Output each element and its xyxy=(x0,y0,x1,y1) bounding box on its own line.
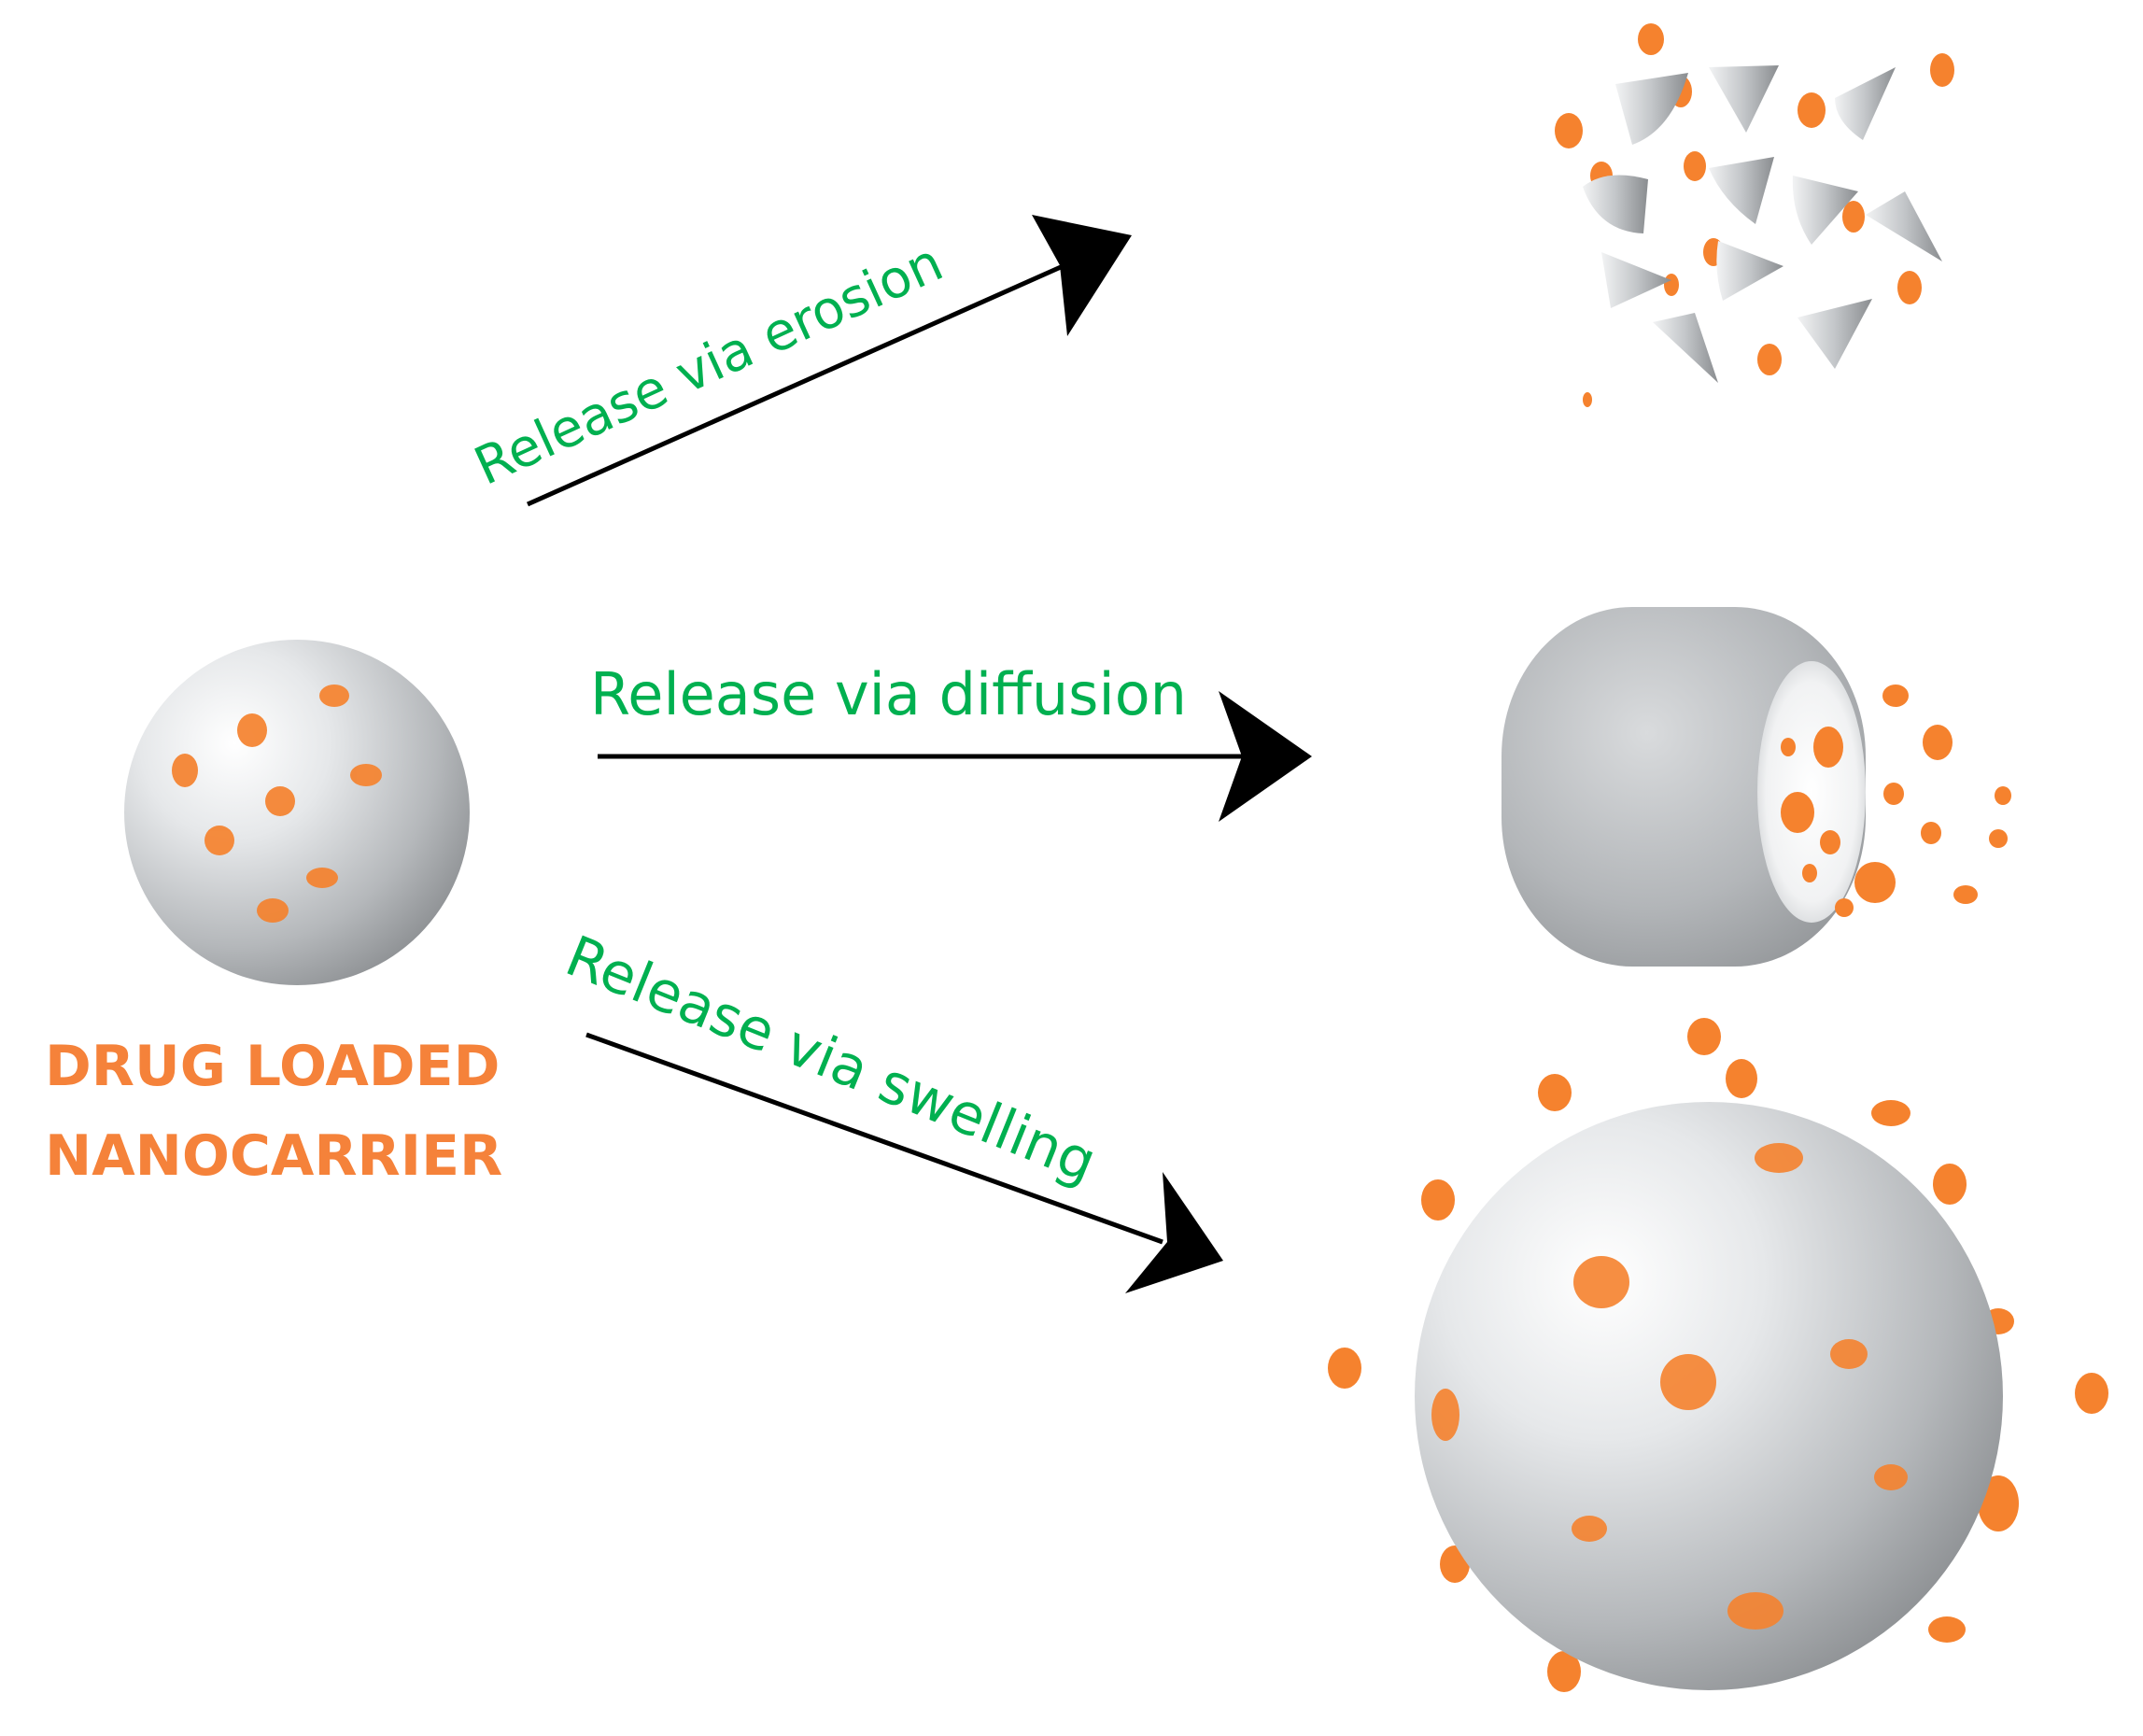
swelling-inner-drug-dots xyxy=(1431,1143,1908,1630)
drug-dot xyxy=(1798,92,1826,128)
cone-fragment xyxy=(1615,73,1688,145)
cone-fragment xyxy=(1835,67,1896,140)
diffusion-arrow-head xyxy=(1219,691,1312,822)
erosion-arrow: Release via erosion xyxy=(466,215,1132,507)
diffusion-arrow: Release via diffusion xyxy=(590,660,1312,822)
nanocarrier-drug-dots xyxy=(172,685,382,923)
drug-dot xyxy=(1757,344,1782,375)
drug-dot xyxy=(1854,862,1896,903)
drug-dot xyxy=(1923,725,1953,760)
drug-dot xyxy=(1726,1059,1757,1098)
swelling-arrow-shaft xyxy=(585,1032,1163,1245)
fragment-cones xyxy=(1583,65,1942,383)
drug-dot xyxy=(1830,1339,1868,1369)
drug-dot xyxy=(1802,864,1817,882)
drug-dot xyxy=(1897,271,1922,304)
drug-dot xyxy=(2075,1373,2108,1414)
drug-dot xyxy=(1835,898,1854,917)
cone-fragment xyxy=(1716,241,1783,301)
drug-dot xyxy=(257,898,289,923)
drug-dot xyxy=(1660,1354,1716,1410)
drug-dot xyxy=(1874,1464,1908,1490)
diffusion-label: Release via diffusion xyxy=(590,660,1187,728)
drug-dot xyxy=(1883,783,1904,805)
cone-fragment xyxy=(1709,157,1774,224)
drug-dot xyxy=(1871,1100,1910,1126)
drug-dot xyxy=(350,764,382,786)
drug-dot xyxy=(1538,1074,1572,1111)
drug-dot xyxy=(1781,738,1796,756)
drug-dot xyxy=(1842,201,1865,233)
drug-dot xyxy=(1547,1651,1581,1692)
drug-dot xyxy=(1921,822,1941,844)
drug-dot xyxy=(1328,1348,1361,1389)
swelling-arrow-head xyxy=(1125,1172,1223,1293)
drug-dot xyxy=(204,826,234,855)
drug-dot xyxy=(1431,1389,1459,1441)
erosion-arrow-head xyxy=(1032,215,1132,336)
drug-dot xyxy=(1421,1179,1455,1221)
eroded-fragments xyxy=(1555,23,1954,407)
erosion-arrow-shaft xyxy=(526,261,1071,507)
swollen-carrier xyxy=(1328,1018,2108,1692)
cone-fragment xyxy=(1583,175,1648,233)
drug-dot xyxy=(237,713,267,747)
drug-dot xyxy=(1953,885,1978,904)
drug-dot xyxy=(1933,1164,1967,1205)
drug-dot xyxy=(1995,786,2011,805)
drug-dot xyxy=(1573,1256,1629,1308)
drug-dot xyxy=(1755,1143,1803,1173)
diffusion-carrier xyxy=(1502,607,2011,967)
drug-dot xyxy=(1638,23,1664,55)
cone-fragment xyxy=(1792,176,1858,245)
diffusion-drug-dots xyxy=(1781,685,2011,917)
cone-fragment xyxy=(1653,313,1718,383)
drug-loaded-nanocarrier: DRUG LOADED NANOCARRIER xyxy=(45,640,502,1189)
drug-dot xyxy=(1882,685,1909,707)
drug-dot xyxy=(306,868,338,888)
swelling-label: Release via swelling xyxy=(557,924,1105,1196)
nanocarrier-label-line2: NANOCARRIER xyxy=(45,1123,502,1189)
drug-dot xyxy=(319,685,349,707)
swelling-arrow: Release via swelling xyxy=(557,924,1223,1293)
drug-dot xyxy=(1684,151,1706,181)
drug-dot xyxy=(1687,1018,1721,1055)
drug-dot xyxy=(1583,392,1592,407)
drug-dot xyxy=(1930,53,1954,87)
drug-dot xyxy=(172,754,198,787)
drug-dot xyxy=(1989,829,2008,848)
erosion-label: Release via erosion xyxy=(466,233,952,498)
drug-dot xyxy=(1727,1592,1783,1630)
drug-dot xyxy=(1978,1475,2019,1531)
drug-dot xyxy=(1572,1516,1607,1542)
drug-dot xyxy=(1813,727,1843,768)
drug-dot xyxy=(1781,792,1814,833)
torus-opening xyxy=(1757,661,1866,923)
drug-dot xyxy=(1555,113,1583,148)
drug-dot xyxy=(1820,830,1840,854)
cone-fragment xyxy=(1798,299,1872,369)
nanocarrier-sphere xyxy=(124,640,470,985)
cone-fragment xyxy=(1866,191,1942,261)
cone-fragment xyxy=(1709,65,1779,133)
nanocarrier-label-line1: DRUG LOADED xyxy=(45,1034,500,1099)
drug-dot xyxy=(1664,274,1679,296)
swelling-outer-drug-dots xyxy=(1328,1018,2108,1692)
drug-dot xyxy=(1928,1616,1966,1643)
drug-dot xyxy=(265,786,295,816)
cone-fragment xyxy=(1601,252,1671,308)
